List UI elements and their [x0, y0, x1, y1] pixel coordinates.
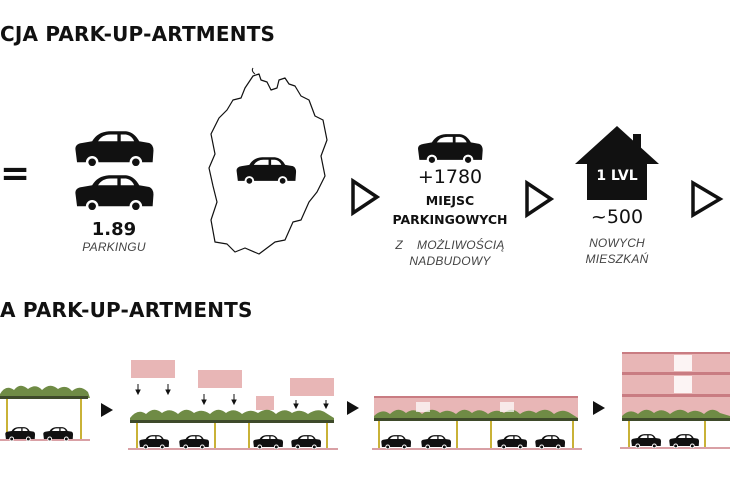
triangle-arrow-outline-icon — [691, 179, 724, 219]
triangle-arrow-outline-icon — [351, 177, 381, 217]
triangle-arrow-solid-icon — [347, 401, 359, 415]
stage-3-first-level-built — [372, 396, 582, 450]
homes-label-line2: MIESZKAŃ — [585, 252, 649, 266]
spaces-label-line2: PARKINGOWYCH — [392, 212, 508, 227]
homes-label-line1: NOWYCH — [589, 236, 645, 250]
down-arrow-icon — [135, 384, 329, 410]
homes-value: ~500 — [590, 206, 644, 228]
stage-2-modules-arriving — [128, 360, 338, 450]
triangle-arrow-outline-icon — [525, 179, 555, 219]
triangle-arrow-solid-icon — [593, 401, 605, 415]
spaces-label-line1: MIEJSC — [425, 193, 475, 208]
stage-4-multi-level-apartments — [620, 352, 730, 449]
car-icon — [234, 155, 298, 185]
house-badge: 1 LVL — [596, 168, 638, 184]
equals-sign: = — [0, 153, 31, 194]
spaces-note-line1: Z MOŻLIWOŚCIĄ — [395, 238, 505, 252]
car-icon — [72, 172, 156, 212]
stage-1-existing-parking — [0, 385, 90, 441]
car-icon — [414, 132, 486, 164]
car-icon — [72, 128, 156, 168]
bottom-section-heading: A PARK-UP-ARTMENTS — [0, 298, 253, 322]
top-section-heading: CJA PARK-UP-ARTMENTS — [0, 22, 276, 46]
spaces-value: +1780 — [417, 166, 483, 188]
ratio-label: PARKINGU — [82, 240, 146, 254]
house-icon — [575, 126, 659, 200]
spaces-note-line2: NADBUDOWY — [409, 254, 491, 268]
ratio-value: 1.89 — [91, 219, 137, 240]
district-outline-map — [208, 67, 328, 255]
triangle-arrow-solid-icon — [101, 403, 113, 417]
